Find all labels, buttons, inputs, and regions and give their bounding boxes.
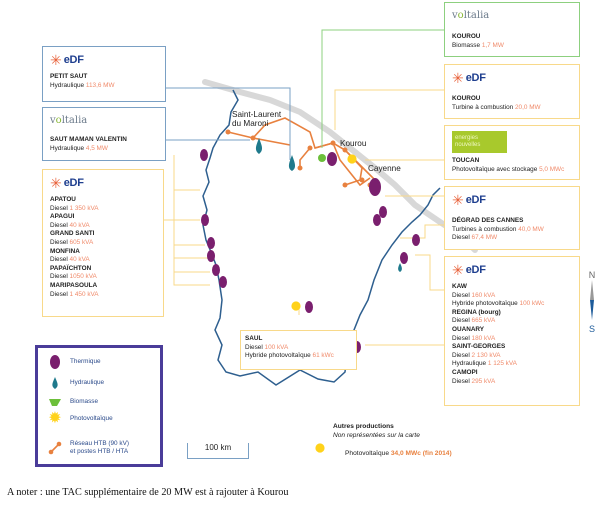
capacity-line: Diesel 2 130 kVA [452, 351, 501, 359]
capacity-line: Diesel 1050 kVA [50, 273, 97, 281]
edf-logo: ✳eDF [452, 261, 486, 278]
site-name: SAUL [245, 335, 263, 342]
capacity-line: Diesel 295 kVA [452, 377, 496, 385]
legend-item-grid: Réseau HTB (90 kV)et postes HTB / HTA [46, 440, 129, 456]
site-name: MONFINA [50, 247, 80, 255]
edf-logo: ✳eDF [50, 51, 84, 68]
capacity-line: Turbines à combustion 40,0 MW [452, 225, 544, 233]
degrad-box: ✳eDF DÉGRAD DES CANNES Turbines à combus… [444, 186, 580, 250]
capacity-line: Hybride photovoltaïque 61 kWc [245, 352, 334, 360]
site-name: APAGUI [50, 213, 75, 221]
kourou-tac-box: ✳eDF KOUROU Turbine à combustion 20,0 MW [444, 64, 580, 119]
territory-border [202, 89, 441, 386]
city-saint-laurent: Saint-Laurent du Maroni [232, 110, 282, 128]
legend-item-biomass: Biomasse [46, 397, 98, 407]
capacity-line: Diesel 100 kVA [245, 343, 289, 351]
site-name: APATOU [50, 196, 76, 203]
footer-note: A noter : une TAC supplémentaire de 20 M… [7, 487, 289, 498]
other-productions: Autres productions Non représentées sur … [333, 423, 452, 457]
thermal-icon [50, 355, 60, 369]
hydro-icon [52, 377, 58, 389]
capacity-line: Diesel 160 kVA [452, 291, 496, 299]
grid-icon [48, 441, 62, 455]
edf-logo: ✳eDF [50, 174, 84, 191]
saul-box: SAUL Diesel 100 kVA Hybride photovoltaïq… [240, 330, 357, 370]
capacity-line: Diesel 605 kVA [50, 238, 94, 246]
legend: Thermique Hydraulique Biomasse ✹Photovol… [35, 345, 163, 467]
site-name: MARIPASOULA [50, 281, 98, 289]
legend-item-thermal: Thermique [46, 354, 101, 370]
capacity-line: Diesel 1 450 kVA [50, 290, 99, 298]
capacity-line: Diesel 67,4 MW [452, 234, 498, 242]
capacity-line: Diesel 180 kVA [452, 334, 496, 342]
city-cayenne: Cayenne [368, 164, 401, 173]
connector-lines [140, 29, 444, 346]
capacity-line: Diesel 1 350 kVA [50, 204, 99, 212]
site-name: TOUCAN [452, 157, 480, 164]
edf-logo: ✳eDF [452, 69, 486, 86]
thermal-markers [200, 149, 420, 353]
hydro-markers [255, 138, 402, 272]
edf-logo: ✳eDF [452, 191, 486, 208]
coastline-shade [202, 79, 478, 253]
capacity-line: Diesel 40 kVA [50, 221, 90, 229]
site-name: GRAND SANTI [50, 230, 95, 238]
compass-needle-icon [590, 280, 594, 320]
capacity-line: Hydraulique 1 125 kVA [452, 360, 517, 368]
other-solar-line: Photovoltaïque 34,0 MWc (fin 2014) [345, 450, 452, 457]
capacity-line: Biomasse 1,7 MW [452, 41, 504, 49]
capacity-line: Diesel 40 kVA [50, 256, 90, 264]
solar-markers [291, 154, 357, 453]
site-name: SAUT MAMAN VALENTIN [50, 136, 127, 143]
compass: N S [585, 271, 599, 334]
site-name: REGINA (bourg) [452, 308, 501, 316]
capacity-line: Hydraulique 113,6 MW [50, 81, 115, 89]
capacity-line: Photovoltaïque avec stockage 5,0 MWc [452, 165, 565, 173]
capacity-line: Diesel 665 kVA [452, 317, 496, 325]
scale-bar: 100 km [187, 443, 249, 459]
site-name: KOUROU [452, 95, 481, 102]
site-name: KOUROU [452, 33, 481, 40]
site-name: SAINT-GEORGES [452, 343, 506, 351]
solar-icon: ✹ [48, 410, 62, 427]
capacity-line: Hybride photovoltaïque 100 kWc [452, 300, 545, 308]
site-name: PETIT SAUT [50, 73, 88, 80]
site-name: PAPAÏCHTON [50, 264, 92, 272]
site-name: KAW [452, 283, 467, 290]
biomass-marker [318, 154, 326, 162]
site-name: OUANARY [452, 325, 485, 333]
biomass-icon [49, 399, 61, 406]
site-name: DÉGRAD DES CANNES [452, 217, 524, 224]
city-kourou: Kourou [340, 139, 367, 148]
capacity-line: Turbine à combustion 20,0 MW [452, 103, 541, 111]
legend-item-hydro: Hydraulique [46, 376, 104, 390]
capacity-line: Hydraulique 4,5 MW [50, 144, 108, 152]
legend-item-solar: ✹Photovoltaïque [48, 410, 113, 427]
petit-saut-box: ✳eDF PETIT SAUT Hydraulique 113,6 MW [42, 46, 166, 102]
site-name: CAMOPI [452, 368, 478, 376]
